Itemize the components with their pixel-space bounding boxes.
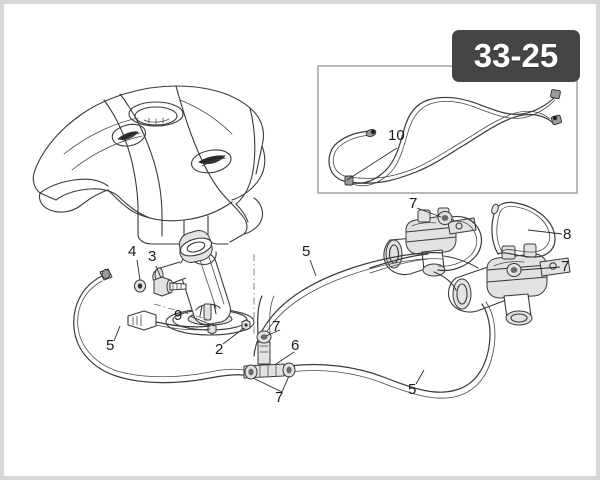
parts-diagram-artwork: .ln { fill:none; stroke:#3a3a3a; stroke-… [32, 65, 578, 399]
callout-9: 9 [174, 307, 183, 324]
callout-10: 10 [388, 127, 405, 144]
wiring-harness [328, 89, 562, 187]
callout-4: 4 [128, 243, 137, 260]
fuel-hose-left [73, 268, 251, 384]
leader-10 [346, 147, 398, 181]
callout-7b: 7 [275, 389, 284, 406]
callout-7a: 7 [272, 318, 281, 335]
filler-cap-ring [128, 101, 184, 127]
vent-hose-loop [491, 201, 556, 258]
callout-5b: 5 [302, 243, 311, 260]
throttle-cross-hose [369, 215, 483, 274]
bolt-part [153, 276, 187, 297]
electrical-connector [127, 310, 211, 331]
detail-inset-box [317, 65, 578, 194]
mounting-hardware [127, 276, 251, 335]
mount-nut-2 [241, 319, 251, 331]
callout-8: 8 [563, 226, 572, 243]
callout-6: 6 [291, 337, 300, 354]
callout-5a: 5 [106, 337, 115, 354]
callout-2: 2 [215, 341, 224, 358]
fuel-tank [32, 85, 266, 245]
page-number-badge: 33-25 [452, 30, 580, 82]
throttle-body-front [433, 243, 571, 326]
leader-lines [113, 207, 563, 393]
diagram-canvas: .ln { fill:none; stroke:#3a3a3a; stroke-… [4, 4, 596, 476]
hose-clamps [244, 211, 522, 380]
callout-7c: 7 [409, 195, 418, 212]
fuel-hose-center [253, 252, 443, 357]
callout-3: 3 [148, 248, 157, 265]
callout-5c: 5 [408, 381, 417, 398]
fuel-hose-right [289, 301, 496, 399]
page-number-text: 33-25 [473, 37, 559, 74]
callout-7d: 7 [561, 258, 570, 275]
